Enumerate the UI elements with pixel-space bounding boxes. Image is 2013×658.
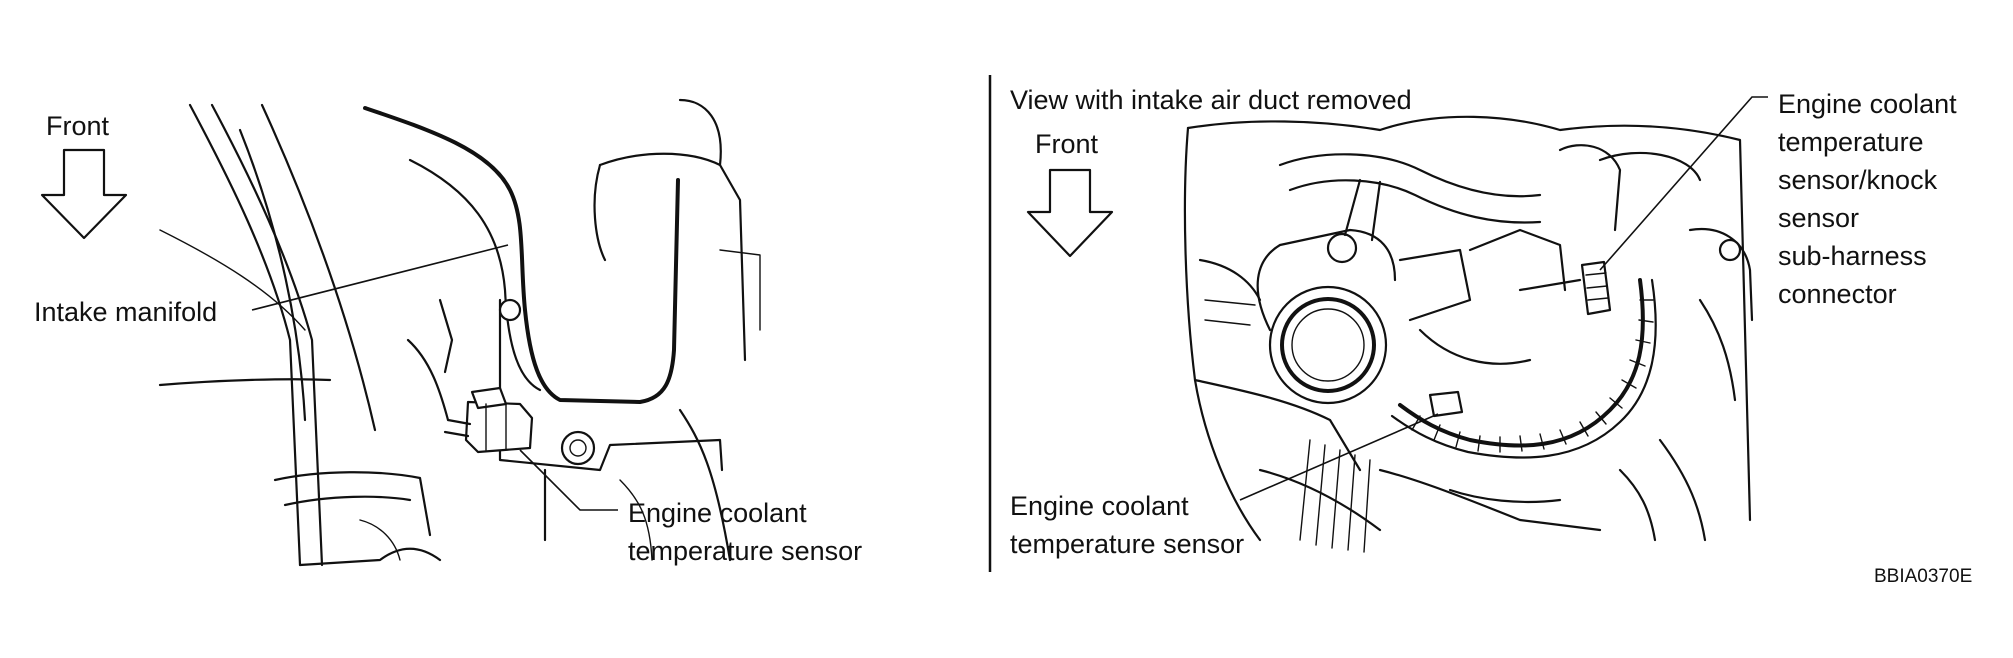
connector-label-line4: sensor [1778, 203, 1860, 233]
left-sensor-label-line1: Engine coolant [628, 498, 807, 528]
connector-label-line2: temperature [1778, 127, 1924, 157]
right-sensor-label-line1: Engine coolant [1010, 491, 1189, 521]
connector-label-line6: connector [1778, 279, 1897, 309]
right-front-label: Front [1035, 129, 1099, 159]
connector-label-line1: Engine coolant [1778, 89, 1957, 119]
connector-label-line5: sub-harness [1778, 241, 1927, 271]
figure-code: BBIA0370E [1874, 566, 1973, 587]
left-sensor-label-line2: temperature sensor [628, 536, 863, 566]
left-engine-illustration [158, 98, 761, 567]
intake-manifold-label: Intake manifold [34, 297, 218, 327]
right-front-arrow [1026, 168, 1114, 258]
left-front-arrow [40, 148, 128, 240]
connector-label-line3: sensor/knock [1778, 165, 1938, 195]
right-leader-lines [1239, 96, 1768, 501]
left-front-label: Front [46, 111, 110, 141]
right-engine-illustration [1183, 115, 1754, 553]
view-caption: View with intake air duct removed [1010, 85, 1412, 115]
left-leader-lines [251, 244, 618, 511]
right-sensor-label-line2: temperature sensor [1010, 529, 1245, 559]
